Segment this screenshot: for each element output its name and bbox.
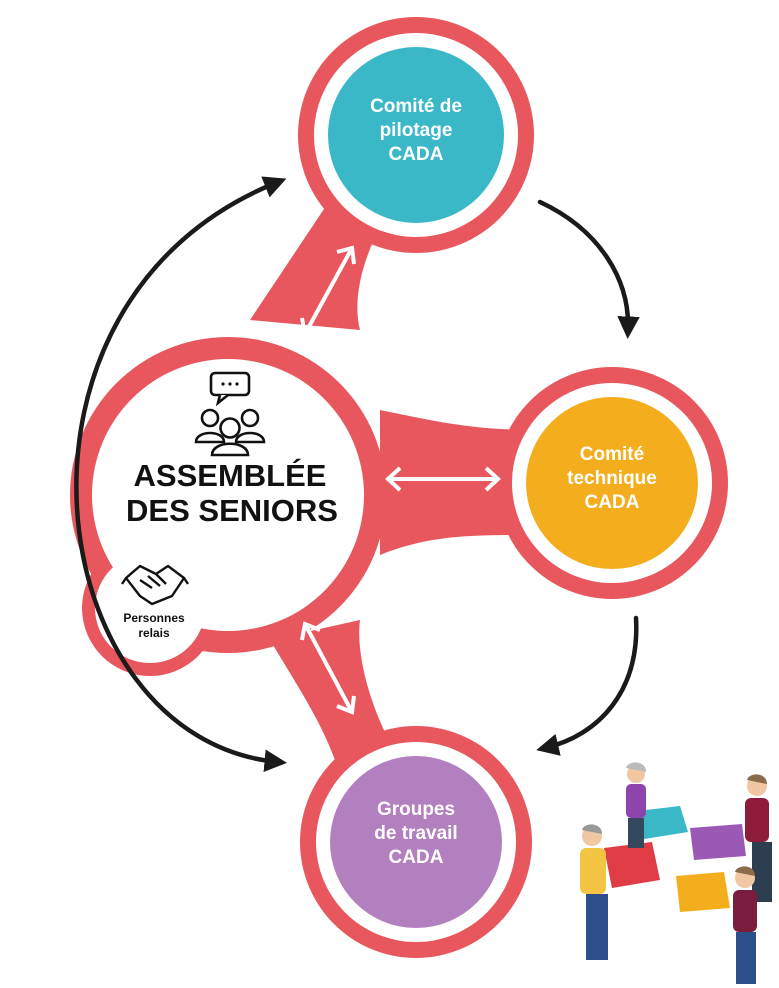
flow-arrow-technique-to-travail [536,615,639,756]
connector-arm-bottom [270,620,400,760]
puzzle-piece-yellow [676,872,730,912]
travail-node [330,756,502,928]
svg-text:Personnes: Personnes [123,611,185,625]
flow-arrow-loop [74,176,287,772]
svg-text:relais: relais [138,626,170,640]
pilotage-node [328,47,504,223]
travail-label: Groupes de travail CADA [374,799,457,868]
svg-text:pilotage: pilotage [380,120,453,141]
flow-arrows [74,176,640,772]
flow-arrow-pilotage-to-technique [537,199,640,339]
connector-arm-right [380,410,535,555]
svg-text:Comité de: Comité de [370,96,462,117]
svg-text:Comité: Comité [580,444,644,465]
people-chat-icon [194,371,266,457]
svg-text:CADA: CADA [389,847,444,868]
puzzle-piece-red [604,842,660,888]
svg-text:CADA: CADA [585,492,640,513]
svg-text:technique: technique [567,468,657,489]
relais-label: Personnes relais [123,611,185,640]
assembly-pilotage-link [300,245,356,337]
svg-text:DES SENIORS: DES SENIORS [126,493,338,528]
pilotage-label: Comité de pilotage CADA [370,96,462,165]
technique-label: Comité technique CADA [567,444,657,513]
svg-text:de travail: de travail [374,823,457,844]
svg-text:Groupes: Groupes [377,799,455,820]
technique-node [526,397,698,569]
puzzle-piece-purple [690,824,746,860]
relais-node [95,553,205,663]
assembly-technique-link [385,466,501,492]
svg-text:CADA: CADA [389,144,444,165]
handshake-icon [121,564,189,606]
assembly-label: ASSEMBLÉE DES SENIORS [126,458,338,528]
link-arrows [300,245,501,715]
people-puzzle-illustration [580,762,772,984]
svg-text:ASSEMBLÉE: ASSEMBLÉE [134,458,327,493]
assembly-travail-link [300,621,356,715]
